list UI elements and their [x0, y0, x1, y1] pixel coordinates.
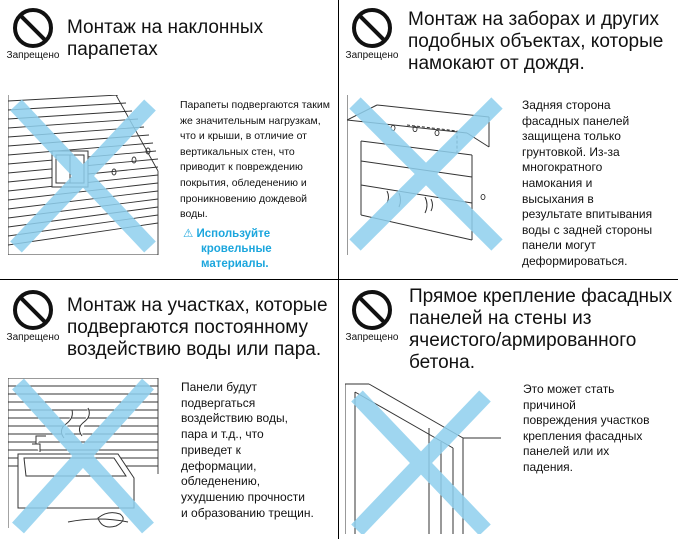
- section-title: Монтаж на наклонных парапетах: [67, 17, 263, 61]
- prohibition-icon: [352, 8, 392, 48]
- title-line: ячеистого/армированного: [409, 330, 637, 351]
- horizontal-divider: [0, 279, 678, 280]
- section-title: Монтаж на участках, которые подвергаются…: [67, 295, 328, 361]
- body-line: грунтовкой. Из-за: [522, 144, 620, 159]
- body-line: намокания и: [522, 175, 593, 190]
- body-line: повреждения участков: [523, 413, 650, 428]
- prohibited-label: Запрещено: [6, 50, 60, 61]
- concrete-wall-illustration: [345, 383, 501, 534]
- body-line: приводит к повреждению: [180, 161, 303, 174]
- body-line: пара и т.д., что: [181, 427, 264, 442]
- section-title: Прямое крепление фасадных панелей на сте…: [409, 286, 672, 374]
- body-line: деформации,: [181, 458, 257, 473]
- fence-illustration: [347, 95, 503, 255]
- title-line: парапетах: [67, 39, 158, 60]
- prohibited-label: Запрещено: [345, 332, 399, 343]
- section-body: Это может стать причиной повреждения уча…: [523, 382, 649, 476]
- body-line: и образованию трещин.: [181, 505, 314, 520]
- body-line: покрытия, обледенению и: [180, 176, 307, 189]
- body-line: проникновению дождевой: [180, 192, 308, 205]
- prohibition-icon: [352, 290, 392, 330]
- body-line: деформироваться.: [522, 253, 628, 268]
- body-line: падения.: [523, 459, 574, 474]
- prohibited-label: Запрещено: [345, 50, 399, 61]
- section-title: Монтаж на заборах и других подобных объе…: [408, 9, 663, 75]
- body-line: Это может стать: [523, 382, 615, 396]
- title-line: бетона.: [409, 352, 475, 373]
- title-line: воздействию воды или пара.: [67, 339, 322, 360]
- body-line: обледенению,: [181, 474, 261, 489]
- body-line: подвергаться: [181, 395, 256, 410]
- title-line: подобных объектах, которые: [408, 31, 664, 52]
- body-line: высыхания в: [522, 191, 594, 206]
- section-body: Парапеты подвергаются таким же значитель…: [180, 98, 330, 223]
- body-line: панели могут: [522, 238, 596, 253]
- body-line: вертикальных стен, что: [180, 145, 295, 158]
- title-line: намокают от дождя.: [408, 53, 585, 74]
- section-concrete-walls: Запрещено Прямое крепление фасадных пане…: [339, 280, 678, 539]
- body-line: Задняя сторона: [522, 98, 611, 112]
- title-line: подвергаются постоянному: [67, 317, 309, 338]
- warning-triangle-icon: ⚠: [183, 228, 194, 240]
- body-line: фасадных панелей: [522, 113, 630, 128]
- prohibited-badge: Запрещено: [341, 288, 403, 344]
- warning-line: материалы.: [201, 258, 269, 270]
- title-line: Монтаж на наклонных: [67, 17, 264, 38]
- title-line: Прямое крепление фасадных: [409, 286, 673, 307]
- section-water-exposure: Запрещено Монтаж на участках, которые по…: [0, 280, 338, 539]
- warning-line: кровельные: [201, 243, 272, 255]
- body-line: воды с задней стороны: [522, 222, 653, 237]
- warning-line: Используйте: [196, 228, 271, 240]
- vertical-divider: [338, 0, 339, 539]
- prohibited-badge: Запрещено: [2, 288, 64, 344]
- prohibited-badge: Запрещено: [341, 6, 403, 62]
- body-line: результате впитывания: [522, 207, 653, 222]
- parapet-illustration: [8, 95, 159, 255]
- body-line: приведет к: [181, 442, 241, 457]
- body-line: воздействию воды,: [181, 411, 288, 426]
- title-line: Монтаж на участках, которые: [67, 295, 328, 316]
- prohibited-label: Запрещено: [6, 332, 60, 343]
- body-line: же значительным нагрузкам,: [180, 114, 321, 127]
- body-line: что и крыши, в отличие от: [180, 130, 307, 143]
- body-line: панелей или их: [523, 444, 610, 459]
- bathroom-illustration: [8, 378, 159, 534]
- prohibited-badge: Запрещено: [2, 6, 64, 62]
- section-body: Панели будут подвергаться воздействию во…: [181, 380, 314, 521]
- body-line: Парапеты подвергаются таким: [180, 99, 330, 111]
- body-line: воды.: [180, 208, 208, 221]
- title-line: панелей на стены из: [409, 308, 592, 329]
- section-sloped-parapets: Запрещено Монтаж на наклонных парапетах: [0, 0, 338, 279]
- body-line: многократного: [522, 160, 603, 175]
- section-fences: Запрещено Монтаж на заборах и других под…: [339, 0, 678, 279]
- prohibition-icon: [13, 8, 53, 48]
- body-line: ухудшению прочности: [181, 489, 305, 504]
- prohibition-icon: [13, 290, 53, 330]
- body-line: Панели будут: [181, 380, 257, 394]
- section-body: Задняя сторона фасадных панелей защищена…: [522, 98, 652, 270]
- title-line: Монтаж на заборах и других: [408, 9, 659, 30]
- body-line: крепления фасадных: [523, 428, 643, 443]
- body-line: защищена только: [522, 129, 621, 144]
- warning-note: ⚠ Используйте кровельные материалы.: [183, 227, 272, 272]
- body-line: причиной: [523, 397, 576, 412]
